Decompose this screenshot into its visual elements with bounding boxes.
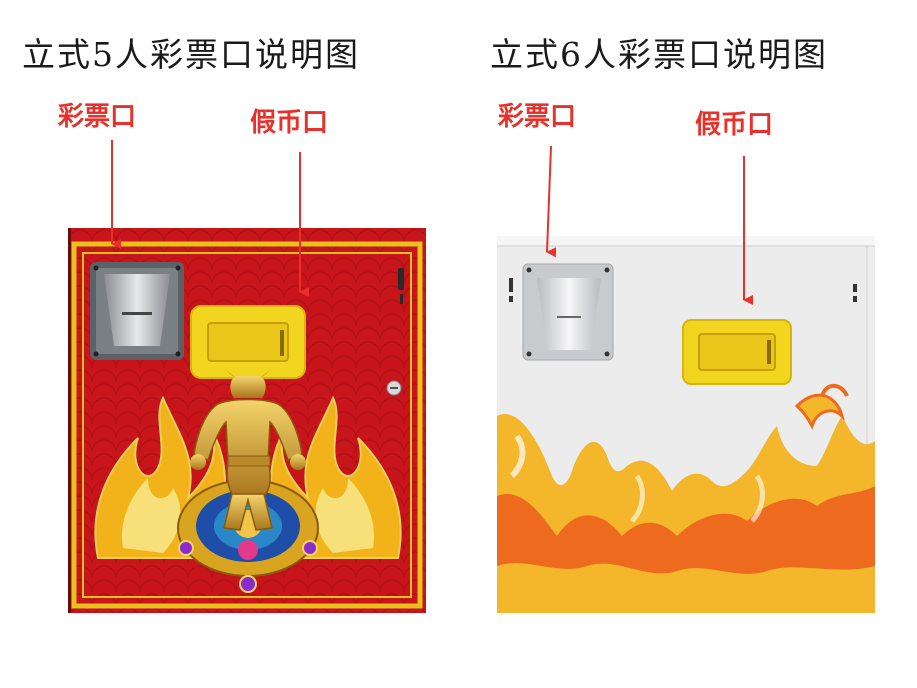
right-coin-slot-icon [682, 319, 792, 385]
right-machine-panel [497, 236, 875, 613]
left-coin-port-label: 假币口 [250, 108, 329, 138]
right-ticket-arrow-icon [546, 145, 557, 258]
monkey-king-figure [190, 368, 306, 531]
right-coin-port-label: 假币口 [695, 110, 774, 140]
left-keyhole-icon [386, 380, 402, 396]
left-machine-panel [68, 228, 426, 613]
right-ticket-port-label: 彩票口 [498, 102, 577, 132]
left-panel-title: 立式5人彩票口说明图 [22, 35, 360, 74]
right-flame-decoration [497, 383, 875, 613]
left-mandala-emblem [177, 479, 319, 593]
left-coin-slot-icon [190, 305, 306, 379]
left-machine-illustration [68, 228, 426, 613]
left-ticket-dispenser-icon [90, 262, 184, 360]
right-ticket-dispenser-icon [522, 263, 614, 361]
right-panel-title: 立式6人彩票口说明图 [490, 35, 828, 74]
left-ticket-port-label: 彩票口 [58, 102, 137, 132]
right-machine-illustration [497, 236, 875, 613]
